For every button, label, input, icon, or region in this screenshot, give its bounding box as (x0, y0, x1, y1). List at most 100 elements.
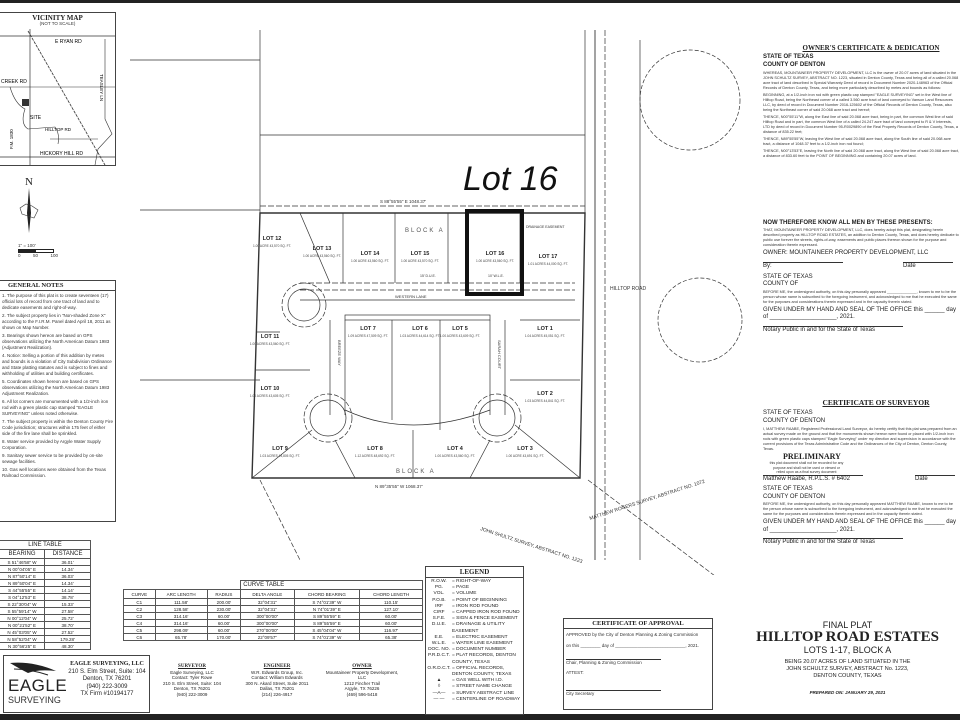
legend-symbol: ◊ (437, 684, 441, 690)
legend-symbol: S.F.E. (432, 616, 446, 622)
legend-symbol: CIRF (433, 610, 445, 616)
contact-line: 300 N. Akard Street, Suite 2011 (245, 680, 309, 686)
lot-area: 1.00 ACRE 43,560 SQ. FT. (303, 254, 341, 258)
certificate-of-approval: CERTIFICATE OF APPROVAL APPROVED by the … (563, 618, 713, 710)
lot-area: 1.00 ACRE 43,570 SQ. FT. (401, 259, 439, 263)
site-marker (22, 99, 29, 106)
column-header: RADIUS (206, 589, 242, 599)
lot-label: LOT 11 (261, 334, 279, 340)
table-cell: 314.16' (154, 619, 208, 627)
legend-description: = WATER LINE EASEMENT (452, 641, 513, 647)
preliminary-stamp: PRELIMINARY (783, 452, 841, 461)
table-cell: 15.33' (44, 600, 91, 608)
table-cell: 32°04'31" (240, 598, 295, 606)
table-cell: 116.97' (359, 626, 423, 634)
table-cell: S 55°59'14" W (0, 607, 46, 615)
column-header: CURVE (123, 589, 156, 599)
legend-symbol: P.R.D.C.T. (427, 653, 451, 659)
general-note: 3. Bearings shown hereon are based on GP… (2, 333, 110, 350)
contact-title: OWNER (352, 664, 372, 669)
legend-description: = PAGE (452, 585, 470, 591)
legend-symbol: D.U.E. (431, 622, 447, 628)
lot-area: 1.00 ACRE 43,560 SQ. FT. (351, 259, 389, 263)
lot-label: LOT 14 (361, 251, 381, 257)
lot-label: LOT 16 (486, 251, 505, 257)
chair-signature-line: Chair, Planning & Zoning Commission (566, 659, 661, 666)
legend-description: = CENTERLINE OF ROADWAY (452, 696, 521, 702)
legend-symbol: R.O.W. (431, 579, 447, 584)
table-cell: 60.00' (206, 619, 242, 627)
surveyor-statement: I, MATTHEW RAABE, Registered Professiona… (763, 427, 957, 451)
road-label: SITE (30, 115, 42, 121)
legend-symbol: IRF (435, 603, 443, 609)
lot-area: 1.00 ACRE 43,570 SQ. FT. (253, 244, 291, 248)
lot-label: LOT 13 (313, 246, 332, 252)
vicinity-map-drawing: E RYAN RD CREEK RD TEASLEY LN SITE HILLT… (0, 29, 115, 165)
lot-16-highlight[interactable] (465, 209, 524, 296)
lot-area: 1.01 ACRES 44,000 SQ. FT. (528, 262, 568, 266)
table-cell: 200.00' (206, 598, 242, 606)
street-label: SARAH COURT (497, 340, 502, 370)
table-cell: 230.00' (206, 605, 242, 613)
company-city: Denton, TX 76201 (82, 676, 132, 682)
legend-item: — —= CENTERLINE OF ROADWAY (426, 697, 523, 703)
table-cell: S 89°55'59" E (293, 619, 361, 627)
lot-label: LOT 17 (539, 254, 558, 260)
lot-label: LOT 15 (411, 251, 430, 257)
table-cell: C6 (123, 633, 156, 641)
bearing-label: N 89°35'55" W 1068.37' (375, 484, 423, 489)
attest-label: ATTEST: (566, 670, 584, 675)
legend-symbol: VOL. (433, 591, 445, 597)
lot-area: 1.00 ACRES 43,560 SQ. FT. (435, 454, 475, 458)
legend-item: W.L.E.= WATER LINE EASEMENT (426, 641, 523, 647)
legend-item: P.O.B.= POINT OF BEGINNING (426, 598, 523, 604)
table-cell: S 74°01'39" W (293, 598, 361, 606)
street-label: BREEZE WAY (337, 340, 342, 366)
table-cell: 22°09'57" (240, 633, 295, 641)
surveyor-certificate: CERTIFICATE OF SURVEYOR STATE OF TEXAS C… (763, 398, 959, 547)
logo-text: SURVEYING (8, 695, 61, 705)
legend-description: = POINT OF BEGINNING (452, 597, 507, 603)
north-arrow: N 1" = 100' 0 50 100 (18, 176, 58, 258)
table-cell: 60.00' (359, 612, 423, 620)
general-note: 2. The subject property lies in "Non-sha… (2, 313, 111, 330)
table-cell: C4 (123, 619, 156, 627)
lot-area: 1.00 ACRES 43,560 SQ. FT. (250, 342, 290, 346)
legend-description: = SURVEY ABSTRACT LINE (452, 690, 515, 696)
approval-text: APPROVED by the City of Denton Planning … (566, 632, 699, 637)
bearing-label: S 88°55'55" E 1048.37' (380, 199, 426, 204)
lot-label: LOT 2 (537, 391, 553, 397)
lot-area: 1.00 ACRE 43,691 SQ. FT. (506, 454, 544, 458)
legend-item: PG.= PAGE (426, 585, 523, 591)
lot-area: 1.04 ACRES 45,051 SQ. FT. (525, 334, 565, 338)
vicinity-map: VICINITY MAP (NOT TO SCALE) E RYAN RD CR… (0, 12, 116, 166)
given-line: GIVEN UNDER MY HAND AND SEAL OF THE OFFI… (763, 519, 956, 533)
legend-item: —A—= SURVEY ABSTRACT LINE (426, 691, 523, 697)
legend-item: ▲= GAS WELL WITH I.D. (426, 678, 523, 684)
scale-tick: 0 (18, 253, 21, 258)
approval-date-line: on this ________ day of ________________… (566, 643, 700, 648)
table-cell: S 22°30'04" W (0, 600, 46, 608)
road-label: E RYAN RD (55, 39, 82, 45)
easement-label: 15' D.U.E. (420, 274, 436, 278)
contact-line: Argyle, TX 76226 (344, 686, 380, 692)
owners-certificate: OWNER'S CERTIFICATE & DEDICATION STATE O… (763, 44, 959, 334)
scale-tick: 100 (50, 253, 58, 258)
table-cell: 25.72' (44, 614, 91, 622)
now-therefore: NOW THEREFORE KNOW ALL MEN BY THESE PRES… (763, 220, 933, 226)
lot-area: 1.09 ACRES 47,509 SQ. FT. (348, 334, 388, 338)
county-label: COUNTY OF DENTON (763, 417, 826, 424)
general-note: 9. Sanitary sewer service to be provided… (2, 453, 103, 464)
table-cell: N 00°21'52" E (0, 621, 46, 629)
plat-description: DENTON COUNTY, TEXAS (813, 673, 882, 679)
general-note: 5. Coordinates shown hereon are based on… (2, 379, 110, 396)
